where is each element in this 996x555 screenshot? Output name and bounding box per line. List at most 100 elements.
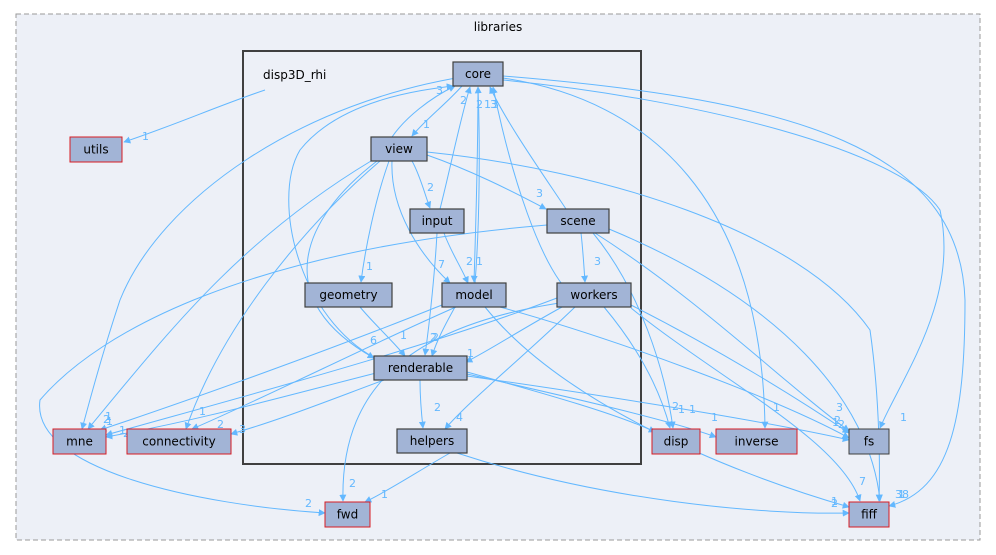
node-input[interactable]: input (409, 208, 465, 234)
edge-label-workers-to-renderable: 1 (467, 347, 474, 360)
node-box-disp[interactable] (651, 428, 701, 455)
edge-scene-to-workers (580, 232, 589, 283)
edge-label-renderable-to-fs: 2 (838, 418, 845, 431)
edge-model-to-connectivity (191, 306, 457, 430)
edge-view-to-mne (87, 160, 372, 430)
node-fs[interactable]: fs (848, 428, 890, 455)
edge-label-workers-to-fiff: 7 (859, 475, 866, 488)
edge-label-core-to-mne: 2 (103, 413, 110, 426)
node-model[interactable]: model (441, 282, 507, 308)
edge-label-core-to-inverse: 1 (773, 401, 780, 414)
edge-label-input-to-model: 2 (466, 255, 473, 268)
node-label-core: core (465, 67, 491, 81)
node-connectivity[interactable]: connectivity (126, 428, 232, 455)
edge-scene-to-disp (592, 232, 676, 429)
edge-renderable-to-connectivity (230, 379, 385, 436)
node-scene[interactable]: scene (546, 208, 610, 234)
node-label-disp: disp (664, 435, 689, 449)
edge-label-input-to-core: 2 (476, 98, 483, 111)
edges-layer: 1122113332317622312124211211321121113212… (39, 74, 966, 517)
node-box-scene[interactable] (546, 208, 610, 234)
edge-core-to-view (411, 85, 463, 137)
edge-label-core-to-fiff: 8 (902, 488, 909, 501)
node-box-input[interactable] (409, 208, 465, 234)
node-box-mne[interactable] (52, 428, 107, 455)
node-fiff[interactable]: fiff (848, 501, 890, 528)
edge-view-to-scene (426, 154, 547, 210)
edge-model-to-fs (499, 306, 850, 439)
edge-label-scene-to-fwd: 2 (305, 497, 312, 510)
edge-label-helpers-to-fiff: 2 (831, 497, 838, 510)
edge-label-core-to-model: 1 (484, 98, 491, 111)
node-box-fwd[interactable] (324, 501, 371, 528)
node-box-workers[interactable] (556, 282, 632, 308)
node-disp[interactable]: disp (651, 428, 701, 455)
inner-cluster-disp3d-rhi[interactable] (242, 50, 642, 465)
node-box-helpers[interactable] (396, 428, 468, 454)
edge-input-to-core (439, 86, 472, 210)
edge-workers-to-fiff (630, 307, 862, 502)
node-mne[interactable]: mne (52, 428, 107, 455)
inner-cluster-label: disp3D_rhi (263, 68, 326, 82)
edge-input-to-model (443, 232, 469, 284)
node-label-renderable: renderable (388, 361, 453, 375)
node-label-fiff: fiff (861, 508, 878, 522)
edge-scene-to-fiff (608, 228, 883, 502)
node-box-core[interactable] (452, 61, 504, 87)
node-fwd[interactable]: fwd (324, 501, 371, 528)
edge-model-to-fiff (484, 306, 850, 509)
edge-core-to-fs (502, 79, 945, 429)
node-core[interactable]: core (452, 61, 504, 87)
edge-view-to-input (411, 160, 432, 209)
edge-label-renderable-to-core: 3 (436, 84, 443, 97)
node-inverse[interactable]: inverse (715, 428, 798, 455)
edge-scene-to-fs (594, 232, 850, 432)
node-helpers[interactable]: helpers (396, 428, 468, 454)
edge-core-to-inverse (502, 77, 769, 429)
node-box-view[interactable] (370, 136, 428, 162)
edge-workers-to-helpers (444, 306, 576, 430)
node-label-scene: scene (560, 214, 595, 228)
edge-label-workers-to-disp: 1 (678, 403, 685, 416)
node-view[interactable]: view (370, 136, 428, 162)
node-box-fiff[interactable] (848, 501, 890, 528)
nodes-layer: core view input scene geometry model workers re… (52, 61, 890, 528)
edge-label-view-to-mne: 1 (105, 410, 112, 423)
node-box-connectivity[interactable] (126, 428, 232, 455)
edge-label-scene-to-fs: 3 (836, 401, 843, 414)
edge-label-view-to-connectivity: 1 (199, 405, 206, 418)
edge-label-model-to-renderable: 2 (432, 331, 439, 344)
node-label-fs: fs (864, 435, 874, 449)
edge-model-to-mne (99, 304, 443, 432)
node-label-model: model (455, 288, 492, 302)
node-workers[interactable]: workers (556, 282, 632, 308)
edge-label-scene-to-workers: 3 (594, 255, 601, 268)
edge-label-scene-to-fiff: 1 (898, 488, 905, 501)
node-utils[interactable]: utils (69, 136, 123, 163)
edge-helpers-to-fiff (456, 452, 850, 517)
node-box-geometry[interactable] (304, 282, 393, 308)
edge-core-to-mne (80, 74, 476, 430)
edge-label-renderable-to-connectivity: 3 (239, 423, 246, 436)
edge-label-model-to-fs: 1 (832, 416, 839, 429)
edge-view-to-geometry (358, 160, 390, 283)
node-box-renderable[interactable] (373, 355, 468, 381)
node-box-utils[interactable] (69, 136, 123, 163)
edge-label-view-to-model: 7 (438, 258, 445, 271)
node-renderable[interactable]: renderable (373, 355, 468, 381)
edge-label-view-to-core: 2 (460, 94, 467, 107)
edge-label-view-to-renderable: 6 (370, 334, 377, 347)
edge-label-model-to-connectivity: 2 (217, 418, 224, 431)
outer-cluster-libraries (15, 13, 981, 541)
node-label-geometry: geometry (319, 288, 377, 302)
node-box-model[interactable] (441, 282, 507, 308)
edge-view-to-connectivity (184, 160, 381, 430)
node-box-fs[interactable] (848, 428, 890, 455)
node-label-connectivity: connectivity (142, 435, 215, 449)
edge-label-scene-to-core: 3 (490, 98, 497, 111)
node-geometry[interactable]: geometry (304, 282, 393, 308)
node-label-fwd: fwd (337, 508, 358, 522)
node-box-inverse[interactable] (715, 428, 798, 455)
edge-label-workers-to-fs: 2 (834, 414, 841, 427)
